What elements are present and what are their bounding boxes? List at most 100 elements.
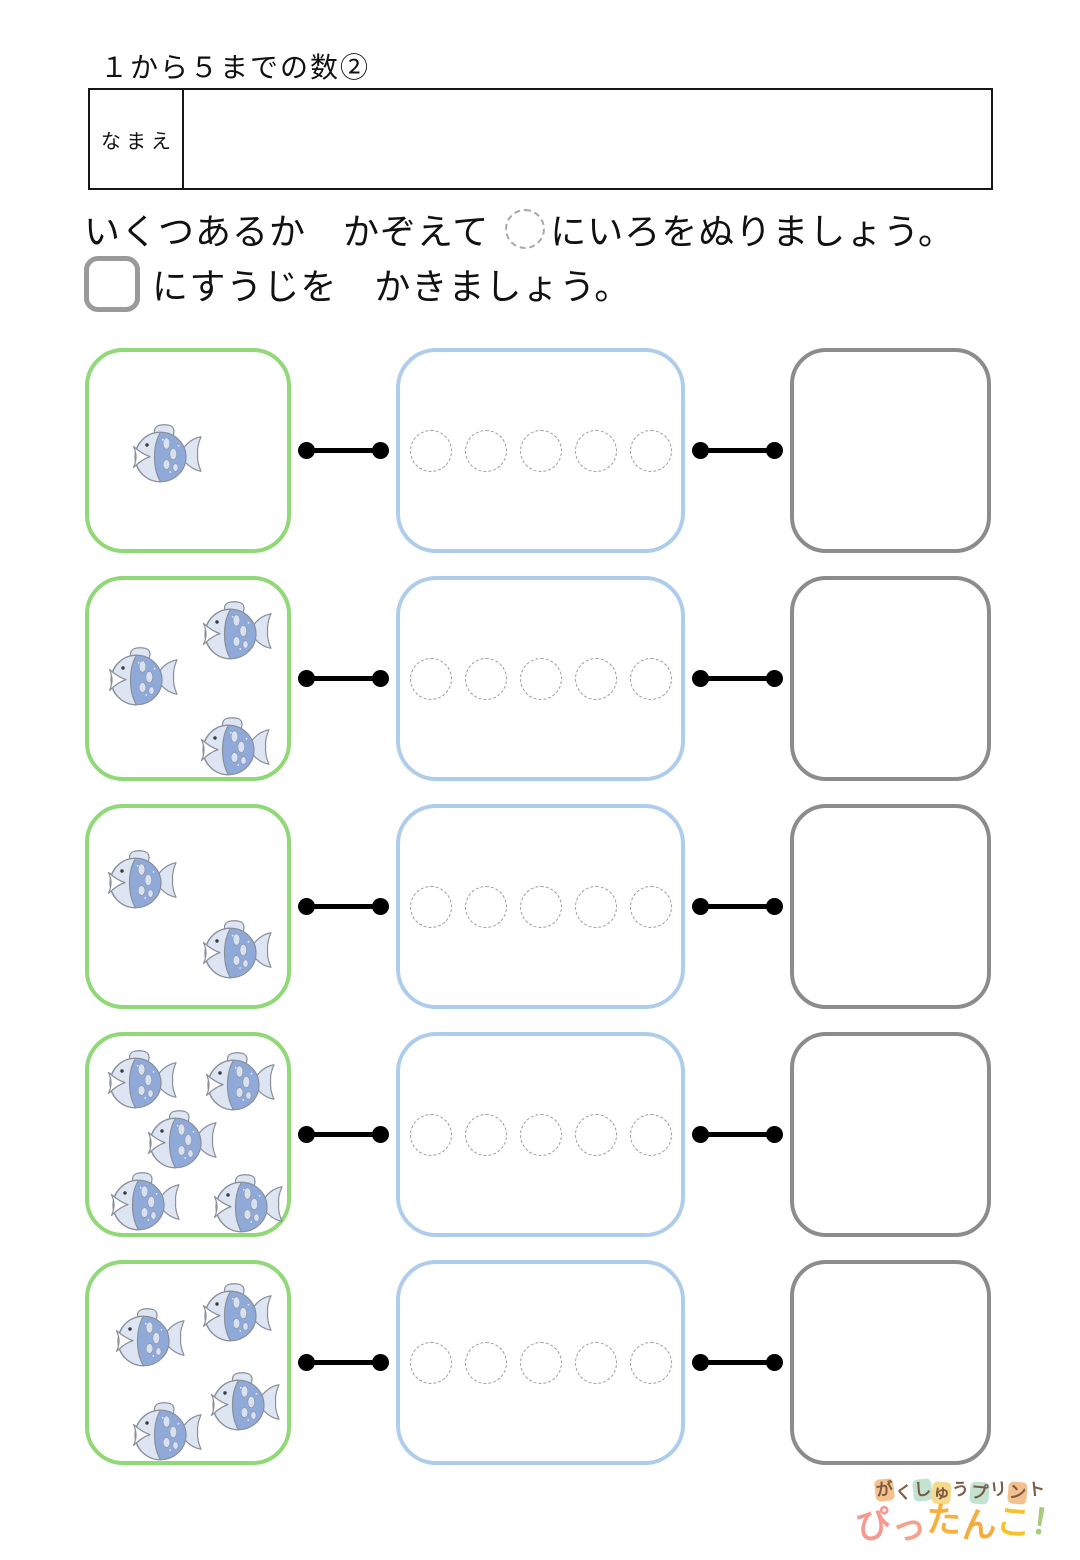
logo-char: ん bbox=[960, 1505, 998, 1546]
count-circle[interactable] bbox=[409, 429, 452, 472]
logo-char: が bbox=[874, 1478, 896, 1502]
count-circle[interactable] bbox=[519, 1341, 562, 1384]
connector-bar bbox=[706, 1360, 769, 1365]
connector-dot bbox=[298, 898, 315, 915]
fish-icon bbox=[112, 1307, 187, 1369]
page-title: １から５までの数② bbox=[100, 52, 371, 83]
count-circle[interactable] bbox=[574, 885, 617, 928]
connector-dot bbox=[372, 1126, 389, 1143]
connector-bar bbox=[706, 904, 769, 909]
fish-icon bbox=[129, 1401, 204, 1463]
count-circle[interactable] bbox=[519, 1113, 562, 1156]
fish-count-box bbox=[85, 348, 291, 553]
count-circle[interactable] bbox=[409, 657, 452, 700]
number-answer-box[interactable] bbox=[790, 576, 991, 781]
connector-dot bbox=[372, 670, 389, 687]
fish-icon bbox=[107, 1171, 182, 1233]
count-circle[interactable] bbox=[629, 1113, 672, 1156]
fish-icon bbox=[197, 716, 272, 778]
connector-line bbox=[291, 670, 396, 687]
connector-dot bbox=[298, 1354, 315, 1371]
fish-icon bbox=[104, 1049, 179, 1111]
logo-char: ン bbox=[1007, 1481, 1029, 1505]
instruction-line-2: にすうじを かきましょう。 bbox=[84, 256, 631, 312]
number-answer-box[interactable] bbox=[790, 804, 991, 1009]
count-circle[interactable] bbox=[464, 1113, 507, 1156]
connector-dot bbox=[692, 670, 709, 687]
count-circle[interactable] bbox=[629, 657, 672, 700]
count-circle[interactable] bbox=[574, 657, 617, 700]
count-circle[interactable] bbox=[574, 1341, 617, 1384]
logo-char: プ bbox=[969, 1481, 991, 1505]
worksheet-row-3 bbox=[85, 804, 991, 1009]
count-circle[interactable] bbox=[574, 429, 617, 472]
connector-dot bbox=[372, 898, 389, 915]
fish-count-box bbox=[85, 1260, 291, 1465]
name-box: なまえ bbox=[88, 88, 993, 190]
number-answer-box[interactable] bbox=[790, 348, 991, 553]
count-circle[interactable] bbox=[464, 1341, 507, 1384]
fish-icon bbox=[210, 1173, 285, 1235]
number-answer-box[interactable] bbox=[790, 1032, 991, 1237]
connector-bar bbox=[706, 448, 769, 453]
logo-char: リ bbox=[989, 1479, 1009, 1500]
connector-bar bbox=[706, 676, 769, 681]
count-circle[interactable] bbox=[464, 429, 507, 472]
logo-char: ぴ bbox=[853, 1503, 895, 1548]
connector-bar bbox=[312, 1132, 375, 1137]
fish-icon bbox=[105, 646, 180, 708]
instruction-line-1: いくつあるか かぞえて にいろをぬりましょう。 bbox=[84, 203, 955, 255]
count-circle[interactable] bbox=[409, 1113, 452, 1156]
connector-dot bbox=[298, 1126, 315, 1143]
dashed-circle-icon bbox=[505, 209, 546, 249]
logo-line-1: がくしゅうプリント bbox=[856, 1478, 1066, 1505]
instruction-line-2-after: にすうじを かきましょう。 bbox=[152, 266, 632, 307]
connector-bar bbox=[312, 448, 375, 453]
logo-char: し bbox=[912, 1478, 934, 1502]
count-circle[interactable] bbox=[464, 885, 507, 928]
connector-line bbox=[291, 898, 396, 915]
instruction-line-1-before: いくつあるか かぞえて bbox=[84, 211, 501, 252]
connector-dot bbox=[372, 1354, 389, 1371]
connector-line bbox=[685, 670, 790, 687]
connector-line bbox=[685, 1126, 790, 1143]
connector-dot bbox=[766, 1126, 783, 1143]
logo-char: た bbox=[925, 1500, 963, 1541]
logo-char: う bbox=[951, 1479, 971, 1500]
count-circle[interactable] bbox=[519, 429, 562, 472]
count-circle[interactable] bbox=[519, 885, 562, 928]
name-input-area[interactable] bbox=[184, 90, 991, 188]
logo-char: ト bbox=[1027, 1479, 1047, 1500]
connector-line bbox=[291, 442, 396, 459]
fish-icon bbox=[144, 1109, 219, 1171]
worksheet-row-2 bbox=[85, 576, 991, 781]
color-circles-box bbox=[396, 1032, 685, 1237]
number-box-icon bbox=[84, 256, 140, 312]
worksheet-rows bbox=[85, 348, 991, 1488]
count-circle[interactable] bbox=[409, 885, 452, 928]
connector-line bbox=[685, 442, 790, 459]
logo-line-2: ぴったんこ！ bbox=[853, 1500, 1069, 1548]
logo-char: っ bbox=[889, 1506, 928, 1549]
fish-icon bbox=[199, 600, 274, 662]
connector-line bbox=[291, 1126, 396, 1143]
connector-dot bbox=[372, 442, 389, 459]
connector-dot bbox=[298, 442, 315, 459]
connector-bar bbox=[706, 1132, 769, 1137]
number-answer-box[interactable] bbox=[790, 1260, 991, 1465]
worksheet-row-1 bbox=[85, 348, 991, 553]
fish-count-box bbox=[85, 804, 291, 1009]
connector-bar bbox=[312, 1360, 375, 1365]
count-circle[interactable] bbox=[409, 1341, 452, 1384]
color-circles-box bbox=[396, 1260, 685, 1465]
fish-icon bbox=[199, 919, 274, 981]
connector-dot bbox=[766, 1354, 783, 1371]
count-circle[interactable] bbox=[629, 885, 672, 928]
count-circle[interactable] bbox=[629, 429, 672, 472]
logo-char: く bbox=[894, 1482, 914, 1503]
count-circle[interactable] bbox=[519, 657, 562, 700]
count-circle[interactable] bbox=[629, 1341, 672, 1384]
count-circle[interactable] bbox=[574, 1113, 617, 1156]
count-circle[interactable] bbox=[464, 657, 507, 700]
fish-icon bbox=[104, 849, 179, 911]
